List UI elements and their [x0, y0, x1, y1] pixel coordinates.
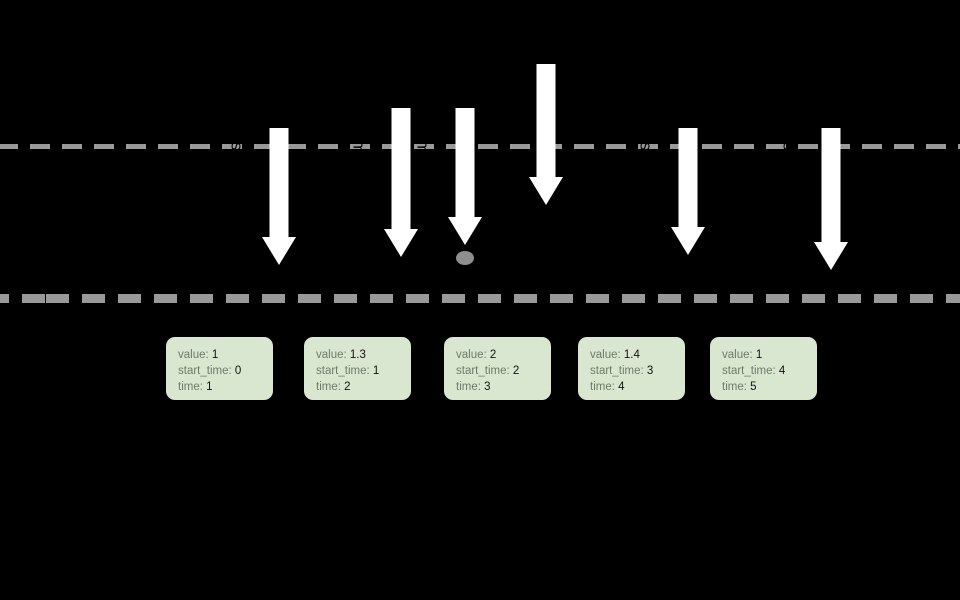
record-field-key: time: — [590, 381, 615, 393]
record-field-value: 1.3 — [349, 349, 366, 361]
arrow-shaft — [678, 128, 698, 227]
record-field: value: 1 — [722, 347, 817, 363]
record-field-key: value: — [722, 349, 753, 361]
sample-arrow: sample — [780, 128, 848, 270]
record-field: time: 3 — [456, 379, 551, 395]
arrow-shaft — [455, 108, 475, 217]
record-field-key: start_time: — [456, 365, 510, 377]
record-field-value: 1 — [755, 349, 763, 361]
record-field: time: 4 — [590, 379, 685, 395]
record-field: value: 1.3 — [316, 347, 411, 363]
record-field: time: 5 — [722, 379, 817, 395]
arrow-head-icon — [814, 242, 848, 270]
arrow-shaft — [536, 64, 556, 177]
record-field-key: value: — [178, 349, 209, 361]
record-field-key: value: — [590, 349, 621, 361]
record-field-key: value: — [316, 349, 347, 361]
record-field-key: start_time: — [590, 365, 644, 377]
record-field-value: 3 — [484, 381, 491, 393]
record-field: time: 1 — [178, 379, 273, 395]
arrow-head-icon — [529, 177, 563, 205]
record-field-key: start_time: — [316, 365, 370, 377]
arrow-head-icon — [448, 217, 482, 245]
arrow-label: sample — [494, 78, 514, 133]
upper-rail — [0, 144, 960, 149]
sample-arrow: sample — [495, 64, 563, 205]
sample-arrow: sample — [350, 108, 418, 257]
record-field-value: 1 — [206, 381, 213, 393]
record-field-key: time: — [316, 381, 341, 393]
arrow-head-icon — [671, 227, 705, 255]
record-field-value: 4 — [618, 381, 625, 393]
record-field: value: 1.4 — [590, 347, 685, 363]
record-field: start_time: 4 — [722, 363, 817, 379]
record-field-value: 2 — [512, 365, 520, 377]
record-field-key: time: — [722, 381, 747, 393]
arrow-label: sample — [349, 122, 369, 177]
arrow-head-icon — [262, 237, 296, 265]
record-field: start_time: 1 — [316, 363, 411, 379]
sample-arrow: sample — [637, 128, 705, 255]
record-field-value: 2 — [344, 381, 351, 393]
record-field-value: 2 — [489, 349, 497, 361]
record-field: time: 2 — [316, 379, 411, 395]
record-field-value: 3 — [646, 365, 654, 377]
record-field-key: time: — [456, 381, 481, 393]
record-field-value: 1 — [372, 365, 380, 377]
record-field-key: value: — [456, 349, 487, 361]
arrow-shaft — [269, 128, 289, 237]
record-field: start_time: 0 — [178, 363, 273, 379]
record-field-value: 5 — [750, 381, 757, 393]
record-field: value: 1 — [178, 347, 273, 363]
record-field: start_time: 2 — [456, 363, 551, 379]
sample-arrow: sample — [228, 128, 296, 265]
arrow-label: sample — [779, 142, 799, 197]
arrow-label: sample — [413, 122, 433, 177]
arrow-shaft — [821, 128, 841, 242]
record-field-value: 1 — [211, 349, 219, 361]
record-field-value: 0 — [234, 365, 242, 377]
arrow-label: sample — [636, 142, 656, 197]
arrow-label: sample — [227, 142, 247, 197]
arrow-head-icon — [384, 229, 418, 257]
lower-rail — [0, 294, 960, 303]
record-field: start_time: 3 — [590, 363, 685, 379]
event-dot-icon — [456, 251, 474, 265]
record-field-key: start_time: — [722, 365, 776, 377]
record-field-value: 1.4 — [623, 349, 640, 361]
record-field-value: 4 — [778, 365, 786, 377]
sample-arrow: sample — [414, 108, 482, 245]
arrow-shaft — [391, 108, 411, 229]
record-field-key: time: — [178, 381, 203, 393]
record-field: value: 2 — [456, 347, 551, 363]
record-field-key: start_time: — [178, 365, 232, 377]
